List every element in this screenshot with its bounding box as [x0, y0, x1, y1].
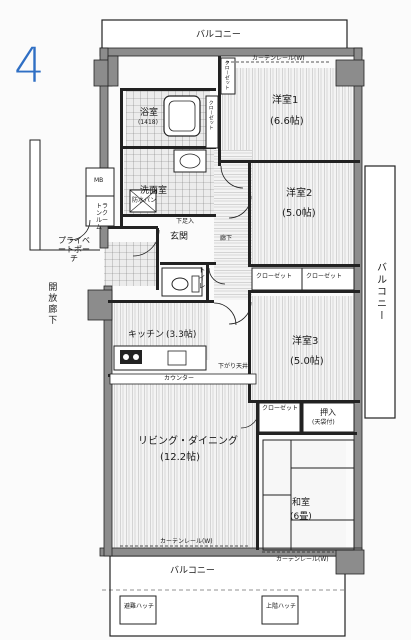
- entrance-floor: [104, 242, 158, 286]
- balcony-right-label: バルコニー: [374, 262, 386, 322]
- trunk-room: [85, 195, 115, 227]
- curtain-rail-2-label: カーテンレール(W): [160, 538, 213, 545]
- western2-label: 洋室2: [286, 188, 313, 199]
- door-swings: [69, 165, 260, 429]
- page-number: 4: [14, 38, 45, 94]
- private-porch-label: プライベートポーチ: [58, 236, 90, 264]
- oshiire-note: (天袋付): [312, 419, 335, 426]
- living-floor: [110, 384, 256, 552]
- toilet-bowl: [171, 277, 189, 291]
- western1-label: 洋室1: [272, 95, 299, 106]
- balcony-top-label: バルコニー: [196, 30, 241, 40]
- western1-size: (6.6帖): [270, 116, 304, 127]
- closet-b-label: クローゼット: [207, 100, 214, 130]
- curtain-rails: [120, 61, 334, 553]
- living-dining-size: (12.2帖): [160, 452, 201, 463]
- waterproof-pan-label: 防水パン: [132, 197, 157, 204]
- sink: [167, 350, 187, 366]
- living-dining-label: リビング・ダイニング: [138, 436, 238, 447]
- curtain-rail-3-label: カーテンレール(W): [276, 556, 329, 563]
- upper-hatch-label: 上階ハッチ: [266, 603, 297, 610]
- balcony-top: [101, 19, 348, 51]
- mb-label: MB: [94, 177, 104, 184]
- tatami-mats: [262, 439, 355, 551]
- washbasin: [173, 149, 207, 173]
- balcony-right: [364, 165, 396, 419]
- oshiire-label: 押入: [320, 408, 336, 417]
- open-corridor-label: 開放廊下: [46, 282, 57, 326]
- japanese-size: (6畳): [290, 512, 312, 522]
- hallway-floor: [214, 150, 252, 300]
- bath-size: (1418): [138, 119, 158, 126]
- western3-size: (5.0帖): [290, 356, 324, 367]
- western2-size: (5.0帖): [282, 208, 316, 219]
- bathtub: [163, 95, 201, 137]
- porch-wall: [29, 139, 41, 251]
- closet-e-label: クローゼット: [262, 405, 299, 412]
- kitchen-label: キッチン: [128, 330, 165, 340]
- stove: [120, 350, 142, 364]
- counter: [109, 373, 257, 385]
- western3-floor: [252, 296, 360, 400]
- kitchen-size: (3.3帖): [166, 330, 197, 340]
- counter-label: カウンター: [164, 375, 195, 382]
- trunk-room-label: トランクルーム: [96, 203, 109, 231]
- shoe-box-label: 下足入: [176, 218, 195, 225]
- closet-d-label: クローゼット: [306, 273, 343, 280]
- balcony-bottom-label: バルコニー: [170, 566, 215, 576]
- hallway-label: 廊下: [220, 235, 233, 242]
- walls: [87, 47, 365, 575]
- western3-label: 洋室3: [292, 336, 319, 347]
- japanese-label: 和室: [292, 498, 311, 508]
- curtain-rail-1-label: カーテンレール(W): [252, 55, 305, 62]
- upper-hatch-box: [261, 595, 299, 625]
- lower-ceiling-label: 下がり天井: [218, 363, 249, 370]
- closet-c-label: クローゼット: [256, 273, 293, 280]
- washroom-label: 洗面室: [140, 186, 168, 196]
- toilet-label: トイレ: [198, 266, 207, 290]
- bath-label: 浴室: [140, 108, 159, 118]
- western2-floor: [252, 164, 360, 264]
- interior-walls: [108, 56, 360, 550]
- entrance-label: 玄関: [170, 232, 189, 242]
- closet-a-label: クローゼット: [223, 60, 230, 90]
- evac-hatch-box: [119, 595, 157, 625]
- evac-hatch-label: 避難ハッチ: [124, 603, 155, 610]
- closets: [205, 57, 355, 433]
